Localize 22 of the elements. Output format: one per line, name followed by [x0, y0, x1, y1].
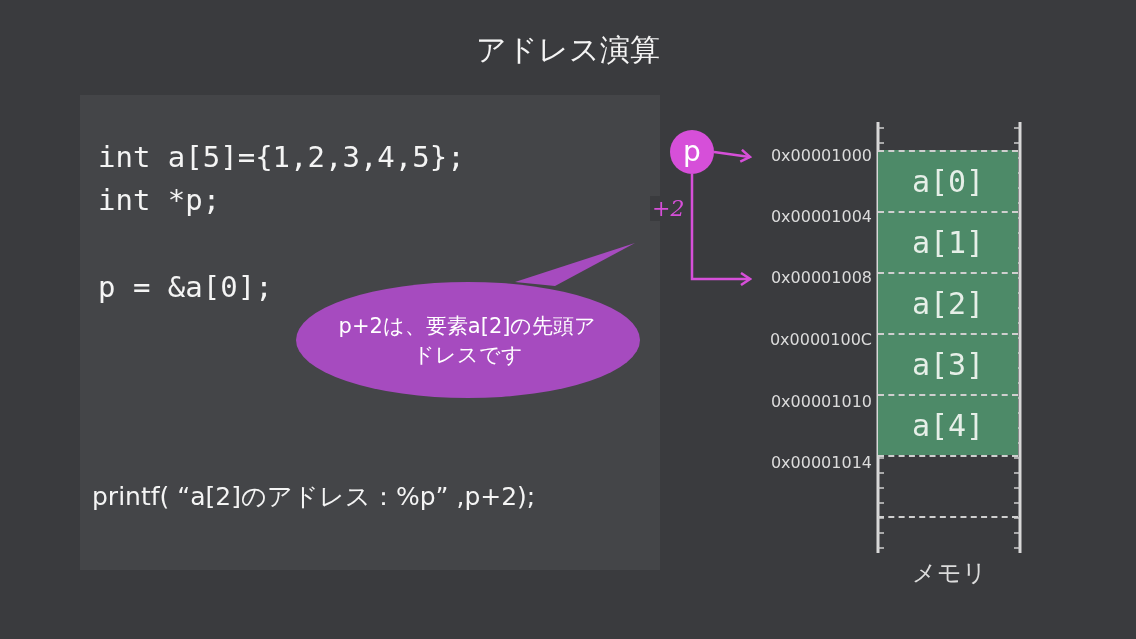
arrow — [690, 174, 752, 287]
address-text: 0x00001004 — [769, 207, 872, 226]
memory-cell: a[2] — [878, 272, 1018, 333]
arrow — [713, 148, 752, 163]
pointer-circle: p — [670, 130, 714, 174]
address-text: 0x00001008 — [752, 268, 872, 290]
code-line: int *p; — [98, 183, 221, 217]
address-text: 0x00001000 — [752, 146, 872, 168]
memory-cell: a[0] — [878, 150, 1018, 211]
code-line: p = &a[0]; — [98, 270, 273, 304]
slide-title: アドレス演算 — [475, 31, 661, 69]
address-text: 0x0000100C — [768, 330, 872, 349]
memory-cell: a[4] — [878, 394, 1018, 455]
address-text: 0x00001010 — [769, 392, 872, 411]
memory-heading: メモリ — [910, 558, 988, 589]
memory-cell: a[1] — [878, 211, 1018, 272]
bubble-text: p+2は、要素a[2]の先頭アドレスです — [337, 313, 598, 369]
address-text: 0x00001014 — [769, 453, 872, 472]
code-line: int a[5]={1,2,3,4,5}; — [98, 140, 465, 174]
memory-column — [876, 122, 1022, 587]
memory-cell: a[3] — [878, 333, 1018, 394]
code-line: printf( “a[2]のアドレス：%p” ,p+2); — [92, 481, 536, 513]
